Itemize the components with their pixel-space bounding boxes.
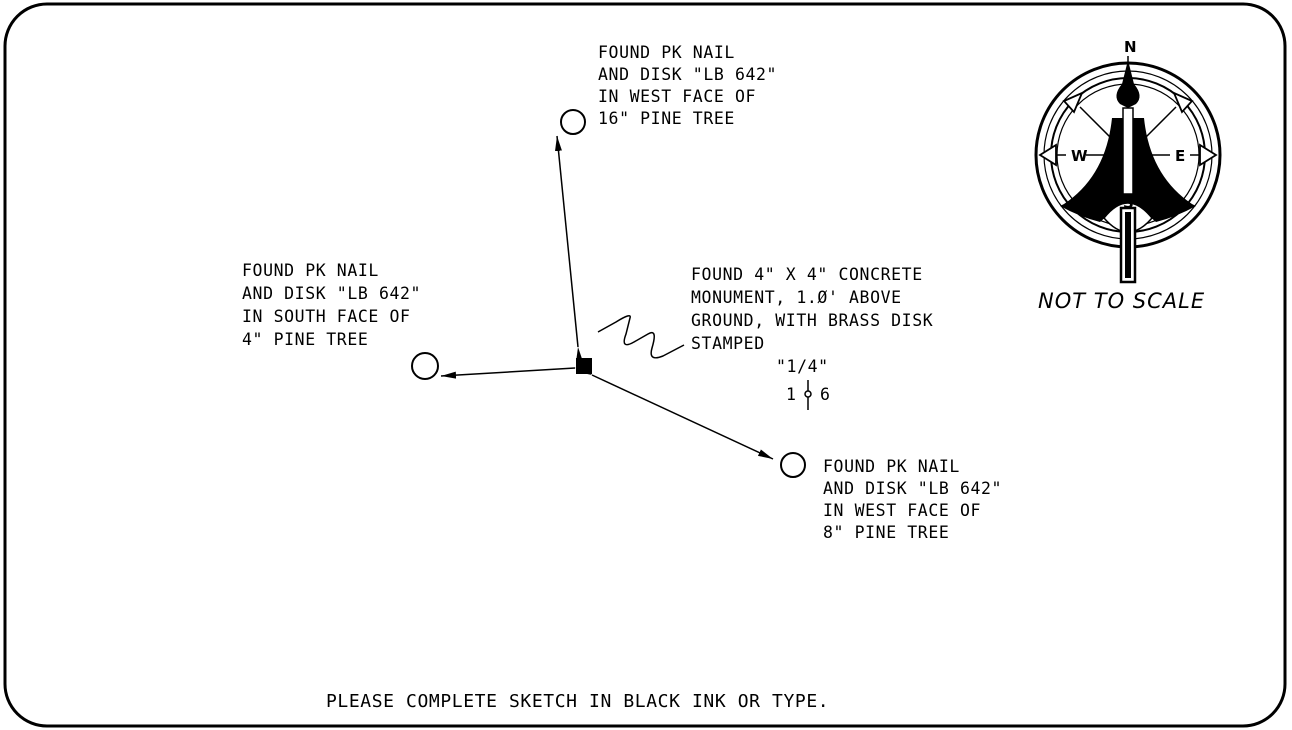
svg-text:8" PINE TREE: 8" PINE TREE	[823, 523, 949, 542]
scale-note: NOT TO SCALE	[1038, 289, 1205, 313]
tree-marker-left	[411, 352, 439, 380]
note-right-tree: FOUND PK NAIL AND DISK "LB 642" IN WEST …	[823, 457, 1002, 542]
compass-west-label: W	[1071, 147, 1088, 165]
svg-text:IN WEST FACE OF: IN WEST FACE OF	[823, 501, 981, 520]
svg-text:GROUND, WITH BRASS DISK: GROUND, WITH BRASS DISK	[691, 311, 933, 330]
svg-text:FOUND PK NAIL: FOUND PK NAIL	[823, 457, 960, 476]
svg-text:FOUND 4" X 4" CONCRETE: FOUND 4" X 4" CONCRETE	[691, 265, 923, 284]
tree-marker-right	[780, 452, 806, 478]
note-left-tree: FOUND PK NAIL AND DISK "LB 642" IN SOUTH…	[242, 261, 421, 349]
compass-south-label: S	[1123, 194, 1134, 212]
tie-line-top	[555, 135, 583, 363]
footer-instruction: PLEASE COMPLETE SKETCH IN BLACK INK OR T…	[326, 691, 829, 712]
svg-text:AND DISK "LB 642": AND DISK "LB 642"	[823, 479, 1002, 498]
svg-text:IN WEST FACE OF: IN WEST FACE OF	[598, 87, 756, 106]
disk-stamp: "1/4" 1 6	[776, 357, 831, 410]
svg-text:16" PINE TREE: 16" PINE TREE	[598, 109, 735, 128]
reference-tie-lines	[440, 135, 774, 460]
svg-text:AND DISK "LB 642": AND DISK "LB 642"	[598, 65, 777, 84]
note-top-tree: FOUND PK NAIL AND DISK "LB 642" IN WEST …	[598, 43, 777, 128]
svg-text:STAMPED: STAMPED	[691, 334, 765, 353]
stamp-left-text: 1	[786, 385, 797, 404]
tie-line-right	[576, 365, 774, 460]
svg-text:IN SOUTH FACE OF: IN SOUTH FACE OF	[242, 307, 411, 326]
compass-north-label: N	[1124, 38, 1137, 56]
svg-text:FOUND PK NAIL: FOUND PK NAIL	[242, 261, 379, 280]
stamp-right-text: 6	[820, 385, 831, 404]
svg-text:FOUND PK NAIL: FOUND PK NAIL	[598, 43, 735, 62]
svg-text:MONUMENT, 1.Ø' ABOVE: MONUMENT, 1.Ø' ABOVE	[691, 288, 902, 307]
svg-text:4" PINE TREE: 4" PINE TREE	[242, 330, 368, 349]
tree-marker-top	[560, 109, 586, 135]
note-monument: FOUND 4" X 4" CONCRETE MONUMENT, 1.Ø' AB…	[691, 265, 933, 353]
sketch-border	[3, 2, 1287, 728]
note-leader-line	[597, 315, 685, 359]
concrete-monument-marker	[576, 358, 592, 374]
stamp-center-mark	[804, 390, 812, 398]
north-arrow-compass: N W E S	[1034, 38, 1222, 284]
compass-east-label: E	[1175, 147, 1185, 165]
stamp-top-text: "1/4"	[776, 357, 829, 376]
svg-text:AND DISK "LB 642": AND DISK "LB 642"	[242, 284, 421, 303]
tie-line-left	[440, 363, 591, 379]
